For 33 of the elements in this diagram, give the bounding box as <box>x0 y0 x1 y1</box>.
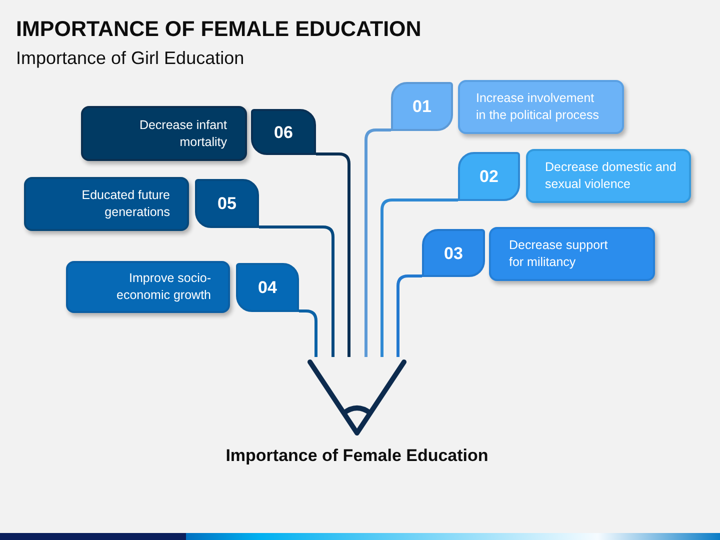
step-number: 05 <box>218 195 236 212</box>
subtitle: Importance of Girl Education <box>16 47 244 70</box>
step-number: 01 <box>412 98 432 115</box>
step-number: 03 <box>444 244 463 262</box>
number-tab <box>195 179 259 228</box>
info-card <box>81 106 247 161</box>
connector-line <box>380 198 458 357</box>
caption-text: Importance of Female Education <box>224 445 490 467</box>
info-card <box>24 177 189 231</box>
card-text: Increase involvement in the political process <box>476 90 600 124</box>
number-tab <box>251 109 316 155</box>
card-text: Decrease infant mortality <box>138 116 227 150</box>
title: IMPORTANCE OF FEMALE EDUCATION <box>16 16 422 43</box>
card-text: Improve socio-economic growth <box>116 270 211 304</box>
card-text: Decrease domestic and sexual violence <box>545 159 678 193</box>
info-card <box>489 227 655 281</box>
connector-line <box>364 128 391 357</box>
number-tab <box>236 263 299 312</box>
card-text: Educated future generations <box>80 187 170 221</box>
connector-line <box>316 152 350 357</box>
card-text: Decrease support for militancy <box>509 237 609 271</box>
number-tab <box>422 229 485 277</box>
number-tab <box>458 152 520 201</box>
number-tab <box>391 82 453 131</box>
info-card <box>458 80 624 134</box>
connector-line <box>396 274 422 357</box>
step-number: 04 <box>258 279 277 296</box>
info-card <box>66 261 230 313</box>
connector-line <box>259 226 334 357</box>
pencil-drawing <box>307 357 407 436</box>
step-number: 06 <box>274 124 293 140</box>
step-number: 02 <box>480 168 498 185</box>
info-card <box>526 149 691 203</box>
